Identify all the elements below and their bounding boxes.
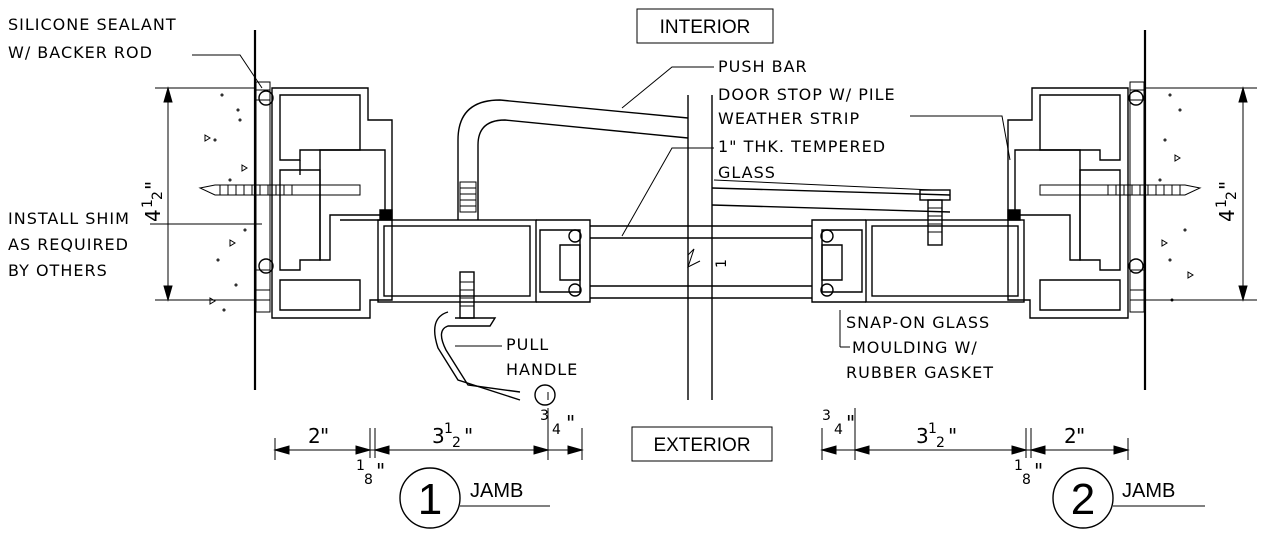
dim-3-1-2-right-whole: 3 bbox=[916, 424, 929, 448]
dim-3-1-2-left-mark: " bbox=[464, 424, 473, 448]
detail-2-title: JAMB bbox=[1122, 480, 1175, 502]
detail-1-title: JAMB bbox=[470, 480, 523, 502]
right-door-stile bbox=[811, 219, 1025, 303]
dim-3-1-2-right-num: 1 bbox=[928, 421, 937, 437]
dim-1-8-right-num: 1 bbox=[1014, 458, 1023, 474]
dim-1-8-left-den: 8 bbox=[364, 472, 373, 488]
bottom-left-dimension-line bbox=[273, 392, 584, 460]
dim-2in-right: 2 bbox=[1064, 424, 1077, 448]
detail-2-number: 2 bbox=[1071, 475, 1095, 524]
note-door-stop-2: WEATHER STRIP bbox=[718, 109, 860, 128]
right-backer-rod-top bbox=[1128, 90, 1144, 106]
door-stop-fastener bbox=[919, 189, 951, 246]
right-height-whole: 4 bbox=[1215, 209, 1239, 222]
dim-3-1-2-left-whole: 3 bbox=[432, 424, 445, 448]
left-door-stile bbox=[377, 219, 591, 303]
center-post bbox=[687, 95, 713, 400]
detail-1-number: 1 bbox=[418, 475, 442, 524]
right-wall-concrete-hatch bbox=[1158, 93, 1194, 302]
dim-3-4-left-mark: " bbox=[566, 411, 575, 435]
detail-callout-1: 1 JAMB bbox=[399, 467, 550, 529]
interior-label: INTERIOR bbox=[660, 17, 751, 38]
right-backer-rod-bottom bbox=[1128, 258, 1144, 274]
detail-callout-2: 2 JAMB bbox=[1052, 467, 1205, 529]
left-jamb-frame bbox=[271, 87, 393, 319]
left-height-frac-num: 1 bbox=[140, 199, 156, 208]
push-bar-fastener bbox=[459, 181, 477, 213]
note-push-bar: PUSH BAR bbox=[718, 57, 808, 76]
glass-thickness-dimension: 1 bbox=[714, 259, 730, 268]
left-height-whole: 4 bbox=[141, 209, 165, 222]
note-install-shim-3: BY OTHERS bbox=[8, 261, 108, 280]
left-backer-rod-bottom bbox=[258, 258, 274, 274]
left-height-dimension bbox=[155, 86, 255, 302]
exterior-label-box bbox=[631, 426, 773, 462]
right-height-frac-den: 2 bbox=[1224, 191, 1240, 200]
pull-handle bbox=[434, 271, 556, 406]
dim-3-1-2-left-den: 2 bbox=[452, 435, 461, 451]
push-bar bbox=[457, 99, 951, 220]
right-height-frac-num: 1 bbox=[1214, 199, 1230, 208]
left-wall-concrete-hatch bbox=[204, 93, 248, 312]
dim-1-8-left-mark: " bbox=[376, 459, 385, 483]
dim-3-4-right-num: 3 bbox=[822, 408, 831, 424]
left-height-frac-den: 2 bbox=[150, 191, 166, 200]
right-height-inch-mark: " bbox=[1215, 181, 1239, 190]
dim-3-1-2-left-num: 1 bbox=[444, 421, 453, 437]
dim-2in-left: 2 bbox=[308, 424, 321, 448]
left-backer-rod-top bbox=[258, 90, 274, 106]
dim-3-4-left-num: 3 bbox=[540, 408, 549, 424]
tempered-glass bbox=[590, 225, 812, 299]
right-jamb-frame bbox=[1007, 87, 1129, 319]
right-height-dimension bbox=[1145, 86, 1257, 302]
note-pull-handle-1: PULL bbox=[506, 335, 549, 354]
dim-3-1-2-right-mark: " bbox=[948, 424, 957, 448]
bottom-right-dimension-line bbox=[820, 408, 1130, 460]
leader-lines bbox=[150, 54, 1011, 348]
right-anchor-screw bbox=[1039, 184, 1202, 196]
left-wall bbox=[204, 30, 274, 390]
dim-1-8-left-num: 1 bbox=[356, 458, 365, 474]
note-silicone-sealant-1: SILICONE SEALANT bbox=[8, 15, 177, 34]
right-wall bbox=[1128, 30, 1194, 390]
dim-1-8-right-mark: " bbox=[1034, 459, 1043, 483]
right-sealant bbox=[1129, 81, 1145, 313]
dim-2in-left-mark: " bbox=[320, 424, 329, 448]
interior-label-box bbox=[636, 8, 774, 44]
note-install-shim-1: INSTALL SHIM bbox=[8, 209, 130, 228]
note-snap-on-glass-1: SNAP-ON GLASS bbox=[846, 313, 990, 332]
note-install-shim-2: AS REQUIRED bbox=[8, 235, 129, 254]
note-snap-on-glass-2: MOULDING W/ bbox=[852, 338, 978, 357]
dim-3-1-2-right-den: 2 bbox=[936, 435, 945, 451]
left-height-inch-mark: " bbox=[141, 181, 165, 190]
note-silicone-sealant-2: W/ BACKER ROD bbox=[8, 43, 153, 62]
exterior-label: EXTERIOR bbox=[653, 435, 750, 456]
dim-3-4-right-mark: " bbox=[846, 411, 855, 435]
note-tempered-glass-2: GLASS bbox=[718, 163, 776, 182]
left-sealant bbox=[255, 81, 271, 313]
note-snap-on-glass-3: RUBBER GASKET bbox=[846, 363, 994, 382]
note-pull-handle-2: HANDLE bbox=[506, 360, 578, 379]
note-door-stop-1: DOOR STOP W/ PILE bbox=[718, 85, 896, 104]
dim-2in-right-mark: " bbox=[1076, 424, 1085, 448]
dim-1-8-right-den: 8 bbox=[1022, 472, 1031, 488]
dim-3-4-right-den: 4 bbox=[834, 422, 843, 438]
dim-3-4-left-den: 4 bbox=[552, 422, 561, 438]
left-anchor-screw bbox=[198, 184, 361, 196]
note-tempered-glass-1: 1" THK. TEMPERED bbox=[718, 137, 886, 156]
